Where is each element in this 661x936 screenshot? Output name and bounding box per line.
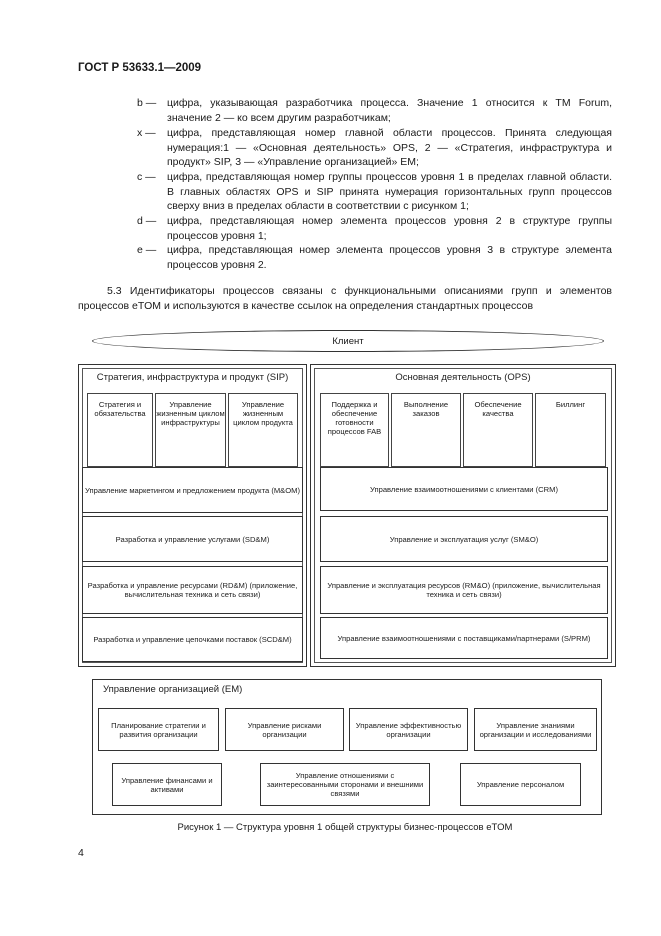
sip-row: Разработка и управление ресурсами (RD&M)… (82, 566, 303, 614)
ops-row: Управление взаимоотношениями с клиентами… (320, 467, 608, 511)
em-box: Управление знаниями организации и исслед… (474, 708, 597, 751)
sip-column: Стратегия и обязательства (87, 393, 153, 467)
sip-row: Разработка и управление цепочками постав… (82, 617, 303, 662)
list-item: d — цифра, представляющая номер элемента… (137, 214, 612, 244)
em-box: Управление персоналом (460, 763, 581, 806)
list-item-text: цифра, представляющая номер главной обла… (167, 127, 612, 168)
sip-column: Управление жизненным циклом продукта (228, 393, 298, 467)
em-box: Управление рисками организации (225, 708, 344, 751)
list-item-text: цифра, представляющая номер элемента про… (167, 244, 612, 271)
client-ellipse: Клиент (92, 330, 604, 352)
em-box: Управление отношениями с заинтересованны… (260, 763, 430, 806)
sip-column: Управление жизненным циклом инфраструкту… (155, 393, 226, 467)
ops-title: Основная деятельность (OPS) (395, 372, 531, 383)
sip-row: Разработка и управление услугами (SD&M) (82, 516, 303, 562)
list-item-label: b — (137, 97, 157, 109)
ops-row: Управление взаимоотношениями с поставщик… (320, 617, 608, 659)
list-item-label: e — (137, 244, 157, 256)
list-item-text: цифра, указывающая разработчика процесса… (167, 97, 612, 124)
em-box: Управление финансами и активами (112, 763, 222, 806)
ops-column: Выполнение заказов (391, 393, 461, 467)
ops-row: Управление и эксплуатация ресурсов (RM&O… (320, 566, 608, 614)
list-item-label: d — (137, 215, 157, 227)
ops-row: Управление и эксплуатация услуг (SM&O) (320, 516, 608, 562)
section-paragraph: 5.3 Идентификаторы процессов связаны с ф… (78, 285, 612, 312)
em-box: Управление эффективностью организации (349, 708, 468, 751)
em-box: Планирование стратегии и развития органи… (98, 708, 219, 751)
sip-row: Управление маркетингом и предложением пр… (82, 467, 303, 513)
ops-column: Биллинг (535, 393, 606, 467)
list-item: b — цифра, указывающая разработчика проц… (137, 96, 612, 126)
list-item: e — цифра, представляющая номер элемента… (137, 243, 612, 273)
list-item-text: цифра, представляющая номер элемента про… (167, 215, 612, 242)
list-item: c — цифра, представляющая номер группы п… (137, 170, 612, 214)
client-label: Клиент (332, 335, 364, 347)
list-item: x — цифра, представляющая номер главной … (137, 126, 612, 170)
document-header: ГОСТ Р 53633.1—2009 (78, 62, 202, 74)
list-item-text: цифра, представляющая номер группы проце… (167, 171, 612, 212)
page-number: 4 (78, 847, 84, 859)
list-item-label: x — (137, 127, 156, 139)
em-title: Управление организацией (EM) (103, 684, 243, 695)
sip-title: Стратегия, инфраструктура и продукт (SIP… (96, 372, 289, 383)
ops-column: Поддержка и обеспечение готовности проце… (320, 393, 389, 467)
figure-caption: Рисунок 1 — Структура уровня 1 общей стр… (177, 822, 513, 833)
list-item-label: c — (137, 171, 156, 183)
ops-column: Обеспечение качества (463, 393, 533, 467)
